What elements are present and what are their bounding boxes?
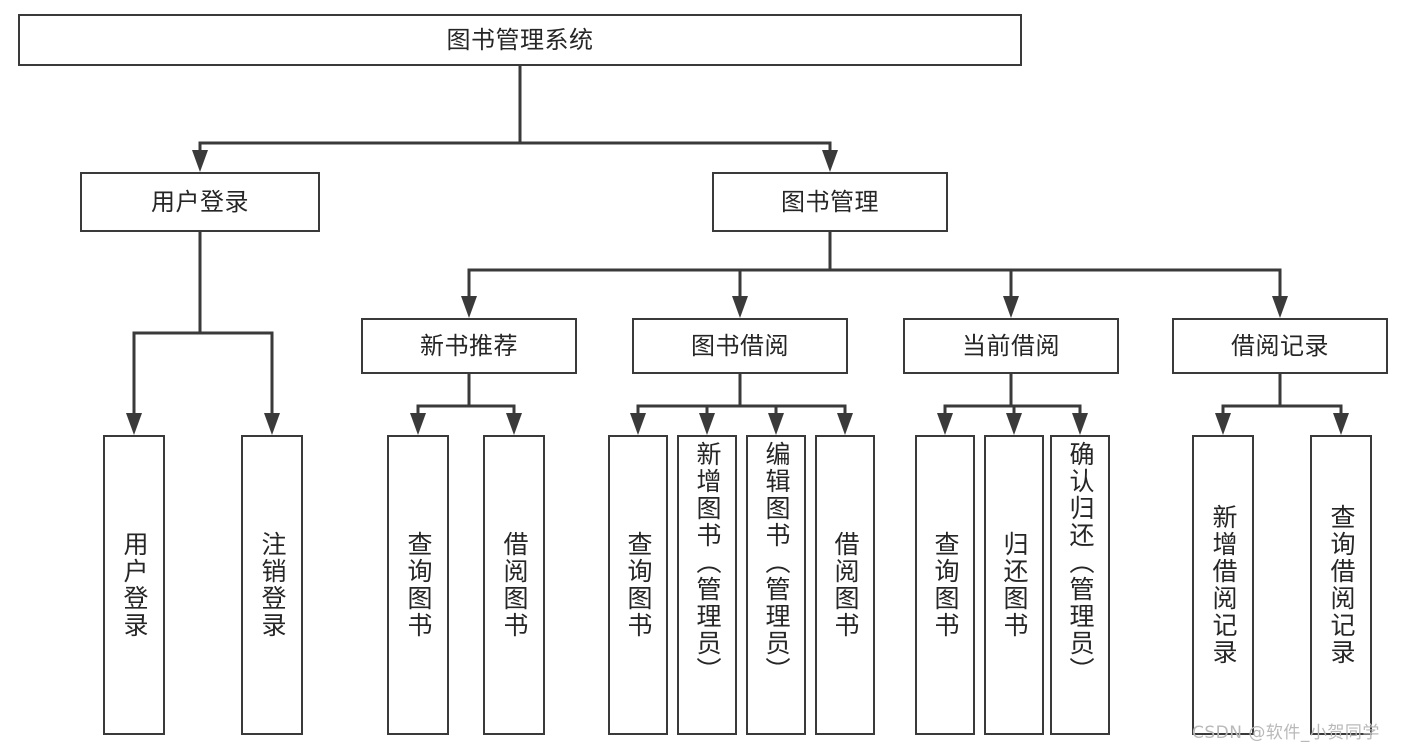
node-label-leaf-confirm-return-admin: 确认归还（管理员） — [1066, 441, 1095, 684]
node-body: 新书推荐 — [363, 320, 575, 372]
node-label-leaf-edit-book-admin: 编辑图书（管理员） — [762, 441, 791, 684]
arrow-icon-root-to-level2-0 — [192, 150, 208, 172]
node-leaf-user-login[interactable]: 用户登录 — [103, 435, 165, 735]
node-label-leaf-query-book-borrow: 查询图书 — [624, 531, 653, 639]
arrow-icon-book-borrow-to-leaves-0 — [630, 413, 646, 435]
node-borrow-record[interactable]: 借阅记录 — [1172, 318, 1388, 374]
node-body: 注销登录 — [243, 437, 301, 733]
node-label-book-management: 图书管理 — [781, 187, 879, 216]
node-body: 编辑图书（管理员） — [748, 437, 804, 733]
node-user-login[interactable]: 用户登录 — [80, 172, 320, 232]
arrow-icon-user-login-to-leaves-0 — [126, 413, 142, 435]
node-leaf-add-book-admin[interactable]: 新增图书（管理员） — [677, 435, 737, 735]
node-body: 借阅记录 — [1174, 320, 1386, 372]
node-body: 查询图书 — [917, 437, 973, 733]
arrow-icon-user-login-to-leaves-1 — [264, 413, 280, 435]
node-leaf-edit-book-admin[interactable]: 编辑图书（管理员） — [746, 435, 806, 735]
node-label-leaf-return-book: 归还图书 — [1000, 531, 1029, 639]
node-body: 新增借阅记录 — [1194, 437, 1252, 733]
node-book-borrow[interactable]: 图书借阅 — [632, 318, 848, 374]
arrow-icon-book-borrow-to-leaves-1 — [699, 413, 715, 435]
arrow-icon-book-borrow-to-leaves-3 — [837, 413, 853, 435]
node-current-borrow[interactable]: 当前借阅 — [903, 318, 1119, 374]
arrow-icon-current-borrow-to-leaves-2 — [1072, 413, 1088, 435]
node-label-leaf-borrow-book: 借阅图书 — [831, 531, 860, 639]
node-body: 图书管理系统 — [20, 16, 1020, 64]
node-leaf-return-book[interactable]: 归还图书 — [984, 435, 1044, 735]
node-label-leaf-query-borrow-record: 查询借阅记录 — [1327, 504, 1356, 666]
node-body: 查询图书 — [610, 437, 666, 733]
node-label-book-borrow: 图书借阅 — [691, 331, 789, 360]
arrow-icon-borrow-record-to-leaves-0 — [1215, 413, 1231, 435]
arrow-icon-book-borrow-to-leaves-2 — [768, 413, 784, 435]
node-label-leaf-query-book-rec: 查询图书 — [404, 531, 433, 639]
node-leaf-query-borrow-record[interactable]: 查询借阅记录 — [1310, 435, 1372, 735]
node-label-root: 图书管理系统 — [446, 25, 594, 54]
node-body: 查询借阅记录 — [1312, 437, 1370, 733]
node-body: 用户登录 — [82, 174, 318, 230]
node-new-book-recommend[interactable]: 新书推荐 — [361, 318, 577, 374]
node-label-leaf-query-book-current: 查询图书 — [931, 531, 960, 639]
node-leaf-logout[interactable]: 注销登录 — [241, 435, 303, 735]
node-body: 借阅图书 — [817, 437, 873, 733]
node-body: 查询图书 — [389, 437, 447, 733]
node-leaf-query-book-current[interactable]: 查询图书 — [915, 435, 975, 735]
node-label-leaf-user-login: 用户登录 — [120, 531, 149, 639]
node-body: 确认归还（管理员） — [1052, 437, 1108, 733]
arrow-icon-book-management-to-level3-3 — [1272, 296, 1288, 318]
node-body: 用户登录 — [105, 437, 163, 733]
node-leaf-query-book-rec[interactable]: 查询图书 — [387, 435, 449, 735]
node-leaf-query-book-borrow[interactable]: 查询图书 — [608, 435, 668, 735]
node-body: 新增图书（管理员） — [679, 437, 735, 733]
arrow-icon-book-management-to-level3-1 — [732, 296, 748, 318]
node-label-borrow-record: 借阅记录 — [1231, 331, 1329, 360]
node-book-management[interactable]: 图书管理 — [712, 172, 948, 232]
arrow-icon-new-book-recommend-to-leaves-0 — [410, 413, 426, 435]
arrow-icon-root-to-level2-1 — [822, 150, 838, 172]
connector-lines — [126, 64, 1349, 435]
node-label-current-borrow: 当前借阅 — [962, 331, 1060, 360]
arrow-icon-current-borrow-to-leaves-0 — [937, 413, 953, 435]
arrow-icon-book-management-to-level3-0 — [461, 296, 477, 318]
node-label-leaf-borrow-book-rec: 借阅图书 — [500, 531, 529, 639]
arrow-icon-book-management-to-level3-2 — [1003, 296, 1019, 318]
node-body: 借阅图书 — [485, 437, 543, 733]
node-label-leaf-add-borrow-record: 新增借阅记录 — [1209, 504, 1238, 666]
node-leaf-confirm-return-admin[interactable]: 确认归还（管理员） — [1050, 435, 1110, 735]
node-label-new-book-recommend: 新书推荐 — [420, 331, 518, 360]
arrow-icon-current-borrow-to-leaves-1 — [1006, 413, 1022, 435]
node-leaf-borrow-book-rec[interactable]: 借阅图书 — [483, 435, 545, 735]
node-label-user-login: 用户登录 — [151, 187, 249, 216]
node-root[interactable]: 图书管理系统 — [18, 14, 1022, 66]
node-body: 图书借阅 — [634, 320, 846, 372]
node-label-leaf-add-book-admin: 新增图书（管理员） — [693, 441, 722, 684]
node-leaf-borrow-book[interactable]: 借阅图书 — [815, 435, 875, 735]
arrow-icon-new-book-recommend-to-leaves-1 — [506, 413, 522, 435]
node-body: 归还图书 — [986, 437, 1042, 733]
arrow-icon-borrow-record-to-leaves-1 — [1333, 413, 1349, 435]
node-body: 当前借阅 — [905, 320, 1117, 372]
node-leaf-add-borrow-record[interactable]: 新增借阅记录 — [1192, 435, 1254, 735]
node-body: 图书管理 — [714, 174, 946, 230]
node-label-leaf-logout: 注销登录 — [258, 531, 287, 639]
